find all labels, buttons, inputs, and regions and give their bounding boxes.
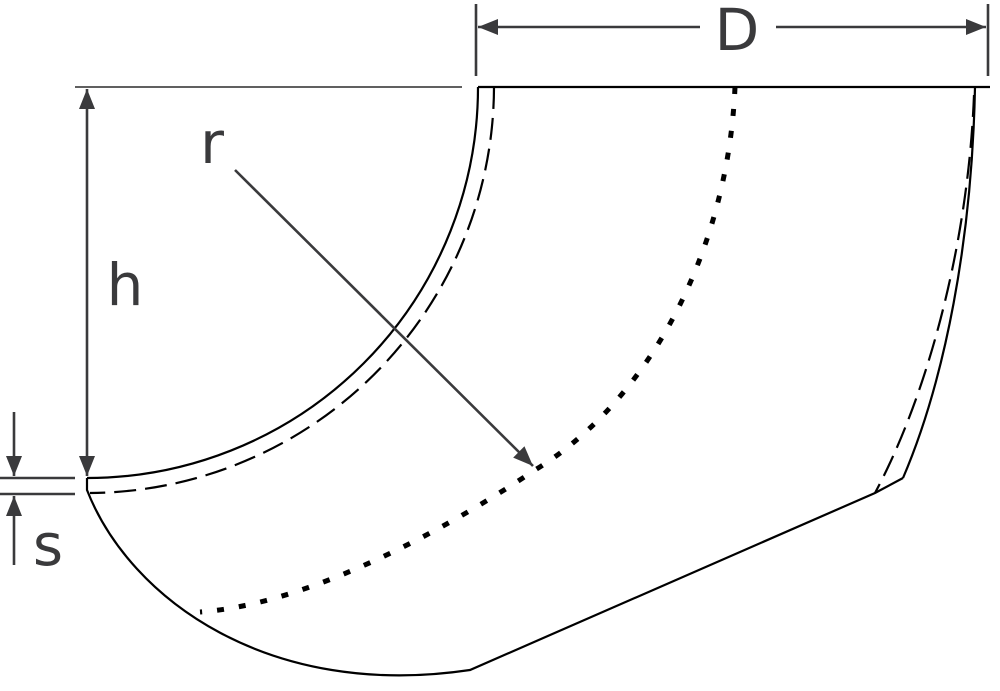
diameter-label: D: [715, 0, 760, 64]
inner-bend-wall-dashed: [89, 86, 496, 495]
radius-dimension: r: [200, 109, 534, 467]
outer-bend-curve: [901, 86, 977, 479]
bottom-end-curve: [85, 477, 904, 677]
diameter-dimension: D: [474, 0, 990, 76]
height-dimension: h: [79, 89, 144, 476]
radius-label: r: [200, 109, 224, 177]
height-label: h: [107, 251, 144, 319]
elbow-outline: [75, 85, 990, 677]
centerline-dotted: [199, 86, 738, 615]
inner-bend-arc: [86, 86, 480, 480]
outer-bend-wall-dashed: [874, 94, 976, 494]
wall-thickness-label: s: [33, 511, 63, 579]
wall-thickness-dimension: s: [0, 412, 75, 579]
